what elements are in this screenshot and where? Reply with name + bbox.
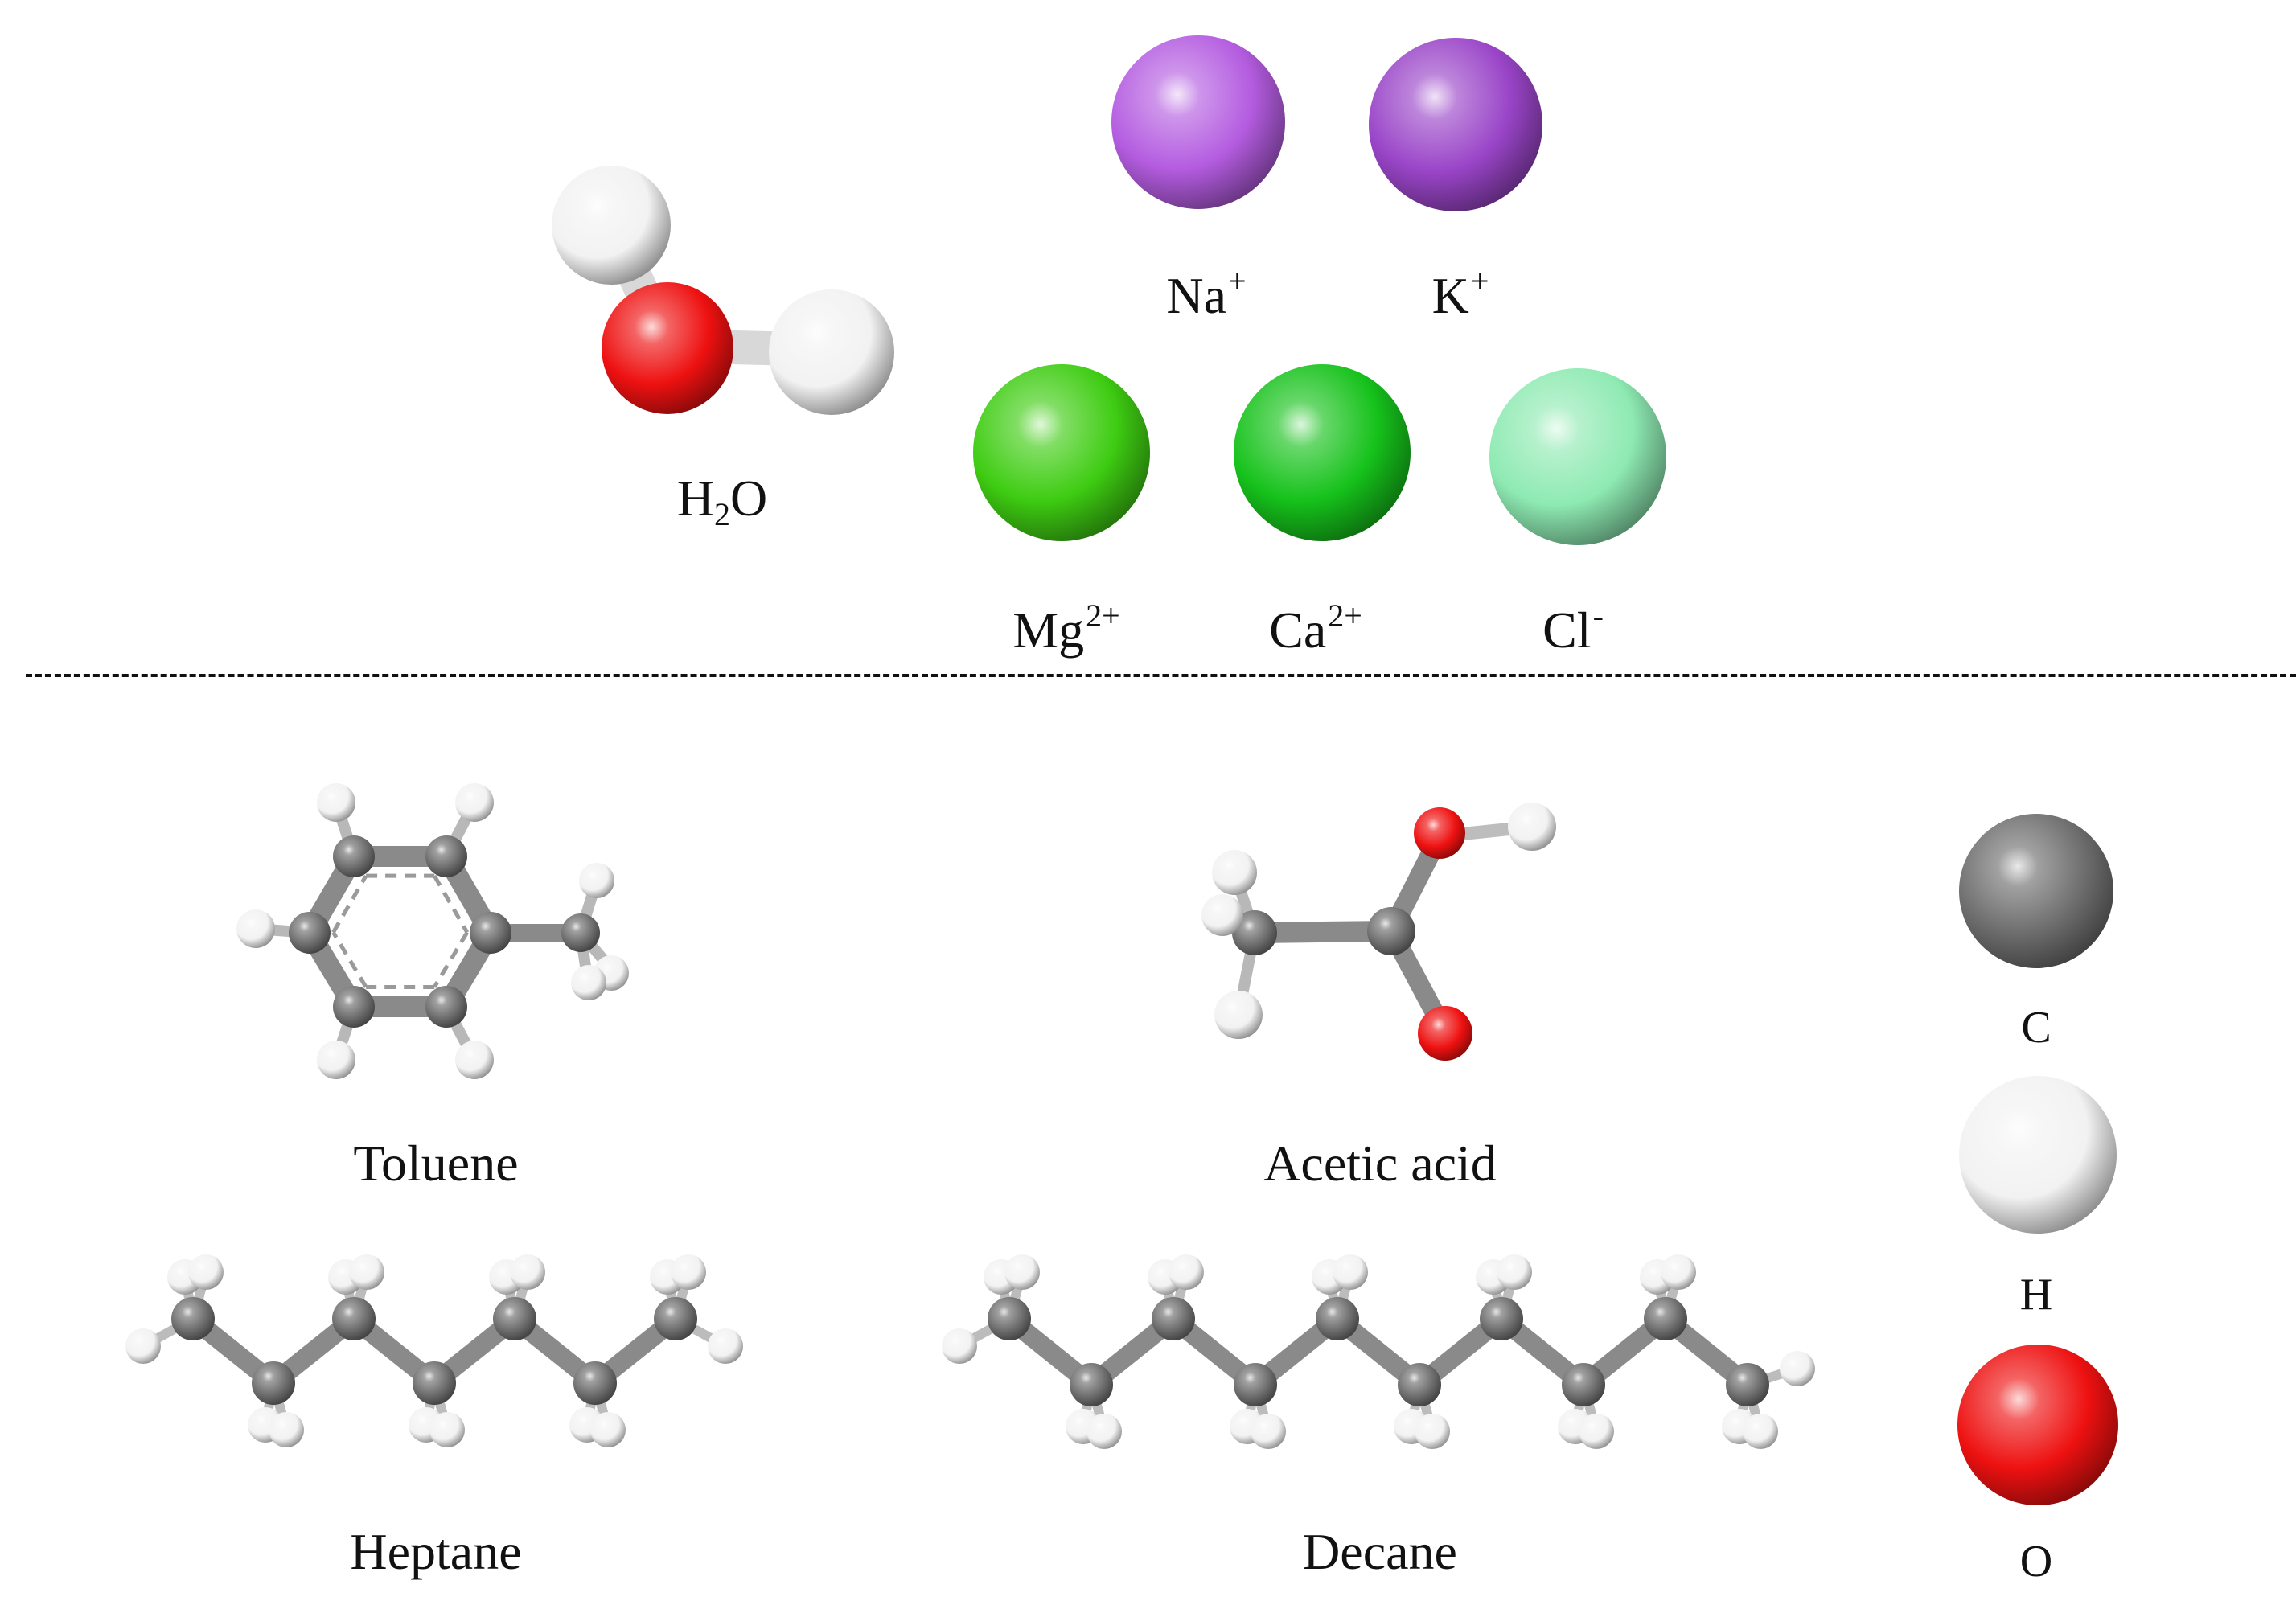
decane-hydrogen-atom <box>1743 1414 1778 1449</box>
toluene-hydrogen-atom <box>455 1041 494 1079</box>
legend-carbon-label: C <box>2021 1003 2052 1053</box>
decane-carbon-atom <box>1316 1297 1359 1340</box>
cl-ion-label: Cl- <box>1542 597 1604 659</box>
chloride-ion-sphere <box>1489 368 1666 545</box>
decane-hydrogen-atom <box>1497 1254 1532 1290</box>
heptane-label: Heptane <box>350 1523 522 1580</box>
legend-oxygen-sphere <box>1957 1345 2118 1505</box>
acetic-acid-oxygen-atom <box>1418 1006 1472 1061</box>
toluene-aromatic-bond <box>331 931 368 988</box>
toluene-carbon-atom <box>561 913 600 952</box>
heptane-hydrogen-atom <box>269 1412 304 1447</box>
decane-carbon-atom <box>1070 1363 1113 1406</box>
acetic-acid-oxygen-atom <box>1414 807 1465 859</box>
potassium-ion-sphere <box>1369 38 1542 211</box>
legend-oxygen-label: O <box>2019 1537 2053 1587</box>
na-ion-label: Na+ <box>1166 263 1247 324</box>
decane-carbon-atom <box>1480 1297 1523 1340</box>
decane-carbon-atom <box>1152 1297 1195 1340</box>
heptane-carbon-atom <box>413 1361 456 1405</box>
decane-hydrogen-atom <box>1333 1254 1368 1290</box>
toluene-hydrogen-atom <box>455 783 494 822</box>
heptane-hydrogen-atom <box>349 1254 384 1290</box>
heptane-hydrogen-atom <box>510 1254 545 1290</box>
mg-ion-label: Mg2+ <box>1012 597 1120 659</box>
decane-hydrogen-atom <box>1415 1414 1450 1449</box>
toluene-carbon-atom <box>333 986 375 1028</box>
acetic-acid-hydrogen-atom <box>1212 850 1257 895</box>
legend-hydrogen-sphere <box>1959 1076 2117 1234</box>
decane-hydrogen-atom <box>1086 1414 1122 1449</box>
k-ion-label: K+ <box>1431 263 1489 324</box>
decane-carbon-atom <box>988 1297 1031 1340</box>
toluene-hydrogen-atom <box>236 909 275 948</box>
heptane-hydrogen-atom <box>708 1328 743 1364</box>
legend-hydrogen-label: H <box>2019 1270 2053 1320</box>
acetic-acid-carbon-atom <box>1367 907 1415 955</box>
magnesium-ion-sphere <box>973 364 1150 541</box>
heptane-carbon-atom <box>252 1361 295 1405</box>
decane-hydrogen-atom <box>942 1328 977 1364</box>
section-divider <box>26 674 2296 677</box>
heptane-carbon-atom <box>332 1297 376 1340</box>
decane-carbon-atom <box>1562 1363 1605 1406</box>
toluene-carbon-atom <box>470 912 511 954</box>
heptane-carbon-atom <box>573 1361 617 1405</box>
heptane-carbon-atom <box>171 1297 215 1340</box>
acetic-acid-hydrogen-atom <box>1201 894 1243 936</box>
toluene-hydrogen-atom <box>317 1041 355 1079</box>
decane-carbon-atom <box>1234 1363 1277 1406</box>
decane-hydrogen-atom <box>1661 1254 1696 1290</box>
calcium-ion-sphere <box>1234 364 1411 541</box>
decane-carbon-atom <box>1398 1363 1441 1406</box>
decane-hydrogen-atom <box>1579 1414 1614 1449</box>
decane-carbon-atom <box>1726 1363 1769 1406</box>
heptane-carbon-atom <box>493 1297 536 1340</box>
toluene-carbon-atom <box>425 986 467 1028</box>
decane-hydrogen-atom <box>1251 1414 1286 1449</box>
heptane-hydrogen-atom <box>188 1254 224 1290</box>
heptane-hydrogen-atom <box>590 1412 626 1447</box>
atom-layer <box>125 35 2118 1505</box>
legend-carbon-sphere <box>1959 814 2113 968</box>
water-oxygen-atom <box>602 282 733 414</box>
heptane-hydrogen-atom <box>671 1254 706 1290</box>
water-hydrogen-atom <box>769 289 894 415</box>
decane-hydrogen-atom <box>1169 1254 1204 1290</box>
acetic-acid-label: Acetic acid <box>1263 1135 1497 1192</box>
decane-label: Decane <box>1303 1523 1457 1580</box>
toluene-aromatic-bond <box>331 874 368 934</box>
toluene-hydrogen-atom <box>579 863 614 898</box>
heptane-hydrogen-atom <box>429 1412 465 1447</box>
acetic-acid-carbon-atom <box>1232 910 1277 955</box>
acetic-acid-hydrogen-atom <box>1214 991 1263 1039</box>
toluene-label: Toluene <box>353 1135 519 1192</box>
toluene-carbon-atom <box>425 835 467 877</box>
water-hydrogen-atom <box>552 166 671 285</box>
toluene-carbon-atom <box>289 912 331 954</box>
acetic-acid-hydrogen-atom <box>1508 803 1556 851</box>
ca-ion-label: Ca2+ <box>1269 597 1362 659</box>
heptane-hydrogen-atom <box>125 1328 161 1364</box>
sodium-ion-sphere <box>1111 35 1285 209</box>
toluene-aromatic-bond <box>433 931 470 988</box>
toluene-carbon-atom <box>333 835 375 877</box>
toluene-hydrogen-atom <box>317 783 355 822</box>
toluene-aromatic-bond <box>433 874 470 934</box>
decane-hydrogen-atom <box>1004 1254 1040 1290</box>
toluene-hydrogen-atom <box>571 965 606 1000</box>
decane-hydrogen-atom <box>1780 1351 1815 1386</box>
heptane-carbon-atom <box>654 1297 697 1340</box>
decane-carbon-atom <box>1644 1297 1687 1340</box>
h2o-label: H2O <box>676 470 768 532</box>
